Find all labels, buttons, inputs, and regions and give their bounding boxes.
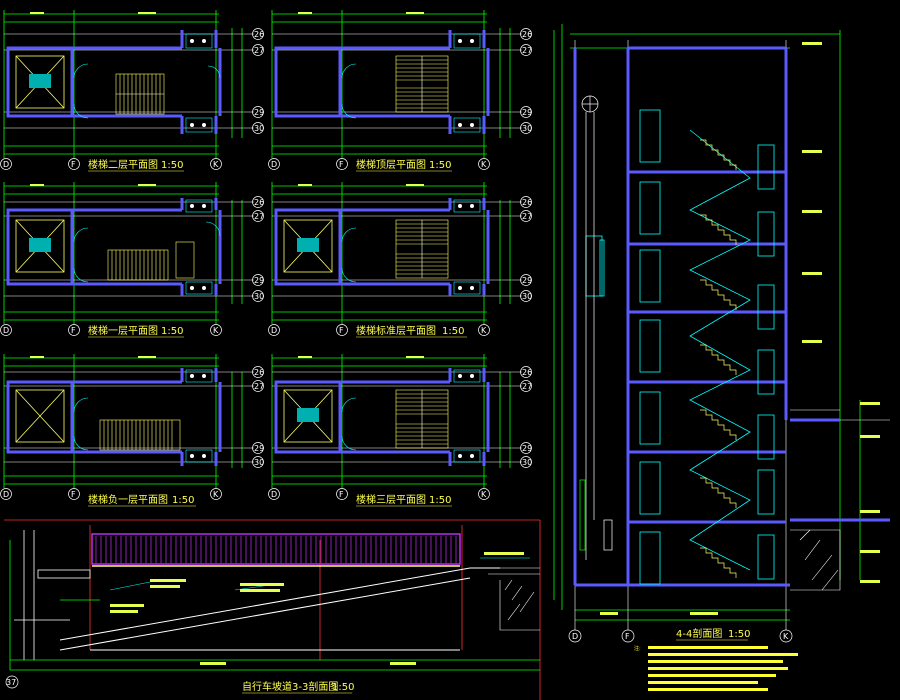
axis-k: K [213, 490, 219, 499]
axis-37: 37 [6, 678, 16, 687]
axis-30: 30 [522, 458, 532, 467]
axis-26: 26 [522, 368, 532, 377]
axis-27: 27 [522, 382, 532, 391]
plan-second-floor-title: 楼梯二层平面图 [88, 158, 158, 171]
axis-k: K [783, 632, 789, 641]
axis-27: 27 [254, 46, 264, 55]
axis-27: 27 [522, 212, 532, 221]
axis-29: 29 [522, 108, 532, 117]
axis-k: K [481, 490, 487, 499]
axis-f: F [71, 326, 76, 335]
plan-standard-floor-title: 楼梯标准层平面图 [356, 324, 436, 337]
axis-30: 30 [254, 292, 264, 301]
plan-standard-floor: 26 27 29 30 D F K 楼梯标准层平面图 1:50 [268, 182, 532, 338]
axis-f: F [625, 632, 630, 641]
dimension-text-marks [30, 12, 424, 358]
axis-d: D [3, 160, 9, 169]
plan-standard-floor-scale: 1:50 [442, 326, 464, 337]
axis-d: D [3, 326, 9, 335]
plan-top-floor: 26 27 29 30 D F K 楼梯顶层平面图 1:50 [268, 10, 532, 172]
plan-second-floor-scale: 1:50 [161, 160, 183, 171]
plan-first-floor-title: 楼梯一层平面图 [88, 324, 158, 337]
stair-flight [700, 139, 737, 170]
axis-30: 30 [522, 292, 532, 301]
axis-26: 26 [522, 30, 532, 39]
plan-basement-floor-title: 楼梯负一层平面图 [88, 493, 168, 506]
stair-flight [700, 547, 737, 578]
axis-f: F [339, 326, 344, 335]
stair-flight [700, 344, 737, 375]
axis-d: D [271, 160, 277, 169]
axis-30: 30 [254, 124, 264, 133]
axis-f: F [71, 490, 76, 499]
axis-27: 27 [522, 46, 532, 55]
axis-29: 29 [254, 108, 264, 117]
axis-k: K [481, 160, 487, 169]
plan-third-floor-scale: 1:50 [429, 495, 451, 506]
notes-title: 注: [634, 645, 641, 652]
axis-k: K [481, 326, 487, 335]
axis-29: 29 [522, 444, 532, 453]
axis-27: 27 [254, 382, 264, 391]
axis-d: D [572, 632, 578, 641]
plan-third-floor-title: 楼梯三层平面图 [356, 493, 426, 506]
plan-top-floor-title: 楼梯顶层平面图 [356, 158, 426, 171]
ramp-section-title: 自行车坡道3-3剖面图 [242, 680, 338, 693]
section-4-4-scale: 1:50 [728, 629, 750, 640]
ramp-section-scale: 1:50 [332, 682, 354, 693]
axis-26: 26 [254, 198, 264, 207]
stair-flight [700, 477, 737, 508]
axis-f: F [339, 160, 344, 169]
ramp-section: 37 自行车坡道3-3剖面图 1:50 [4, 519, 541, 700]
axis-30: 30 [254, 458, 264, 467]
axis-d: D [271, 490, 277, 499]
plan-basement-floor-scale: 1:50 [172, 495, 194, 506]
stair-flight [700, 279, 737, 310]
plan-second-floor: 26 27 29 30 D F K 楼梯二层平面图 1:50 [0, 10, 264, 172]
axis-f: F [71, 160, 76, 169]
stair-flight [700, 214, 737, 245]
section-4-4: D F K 4-4剖面图 1:50 注: [553, 24, 890, 691]
axis-26: 26 [522, 198, 532, 207]
axis-29: 29 [254, 444, 264, 453]
axis-f: F [339, 490, 344, 499]
axis-k: K [213, 326, 219, 335]
notes-lines [648, 646, 798, 691]
axis-d: D [271, 326, 277, 335]
axis-29: 29 [254, 276, 264, 285]
axis-26: 26 [254, 368, 264, 377]
stair-flight [700, 409, 737, 440]
plan-first-floor-scale: 1:50 [161, 326, 183, 337]
axis-26: 26 [254, 30, 264, 39]
axis-30: 30 [522, 124, 532, 133]
plan-basement-floor: 26 27 29 30 D F K 楼梯负一层平面图 1:50 [0, 354, 264, 507]
axis-k: K [213, 160, 219, 169]
axis-29: 29 [522, 276, 532, 285]
plan-first-floor: 26 27 29 30 D F K 楼梯一层平面图 1:50 [0, 182, 264, 338]
section-4-4-title: 4-4剖面图 [676, 627, 722, 640]
plan-top-floor-scale: 1:50 [429, 160, 451, 171]
axis-d: D [3, 490, 9, 499]
axis-27: 27 [254, 212, 264, 221]
plan-third-floor: 26 27 29 30 D F K 楼梯三层平面图 1:50 [268, 354, 532, 507]
